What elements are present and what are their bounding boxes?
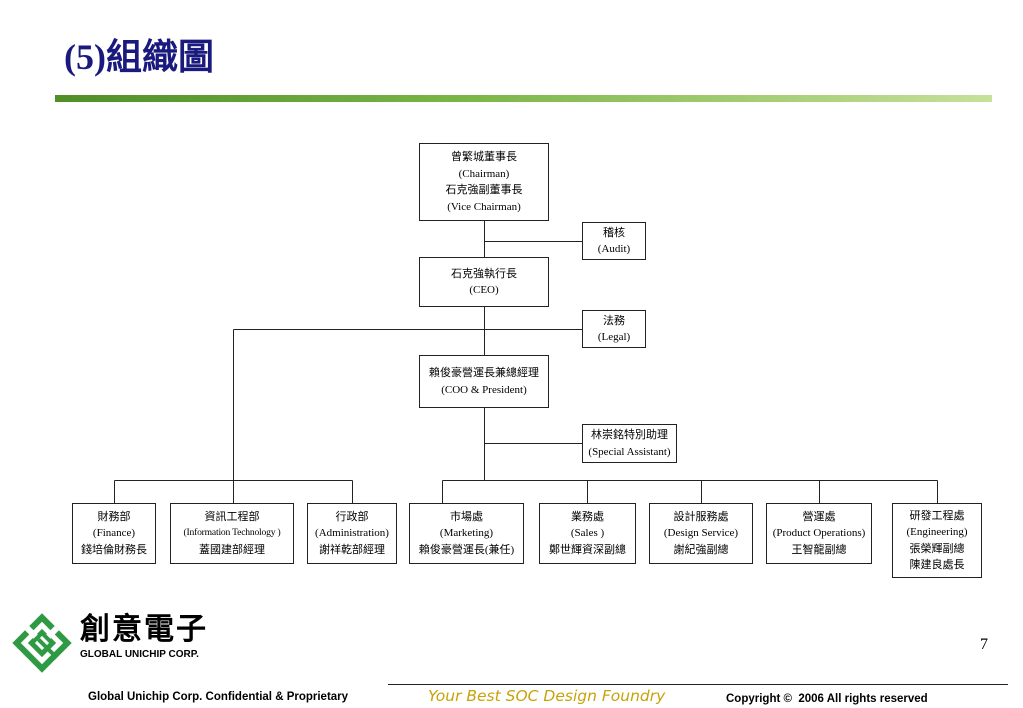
department-head: 張榮輝副總 [909,542,965,555]
org-box-ceo: 石克強執行長 (CEO) [419,257,549,307]
org-box-chairman: 曾繁城董事長 (Chairman) 石克強副董事長 (Vice Chairman… [419,143,549,221]
audit-unit: 稽核 [603,226,625,239]
department-name: 營運處 [802,510,836,523]
vice-chairman-role: (Vice Chairman) [447,200,521,213]
department-head: 王智龍副總 [791,543,847,556]
department-name: 設計服務處 [673,510,729,523]
org-box-audit: 稽核 (Audit) [582,222,646,260]
company-name-chinese: 創意電子 [80,613,208,646]
department-head: 謝祥乾部經理 [319,543,385,556]
department-name: 研發工程處 [909,509,965,522]
coo-role: (COO & President) [441,383,527,396]
vice-chairman-holder: 石克強副董事長 [445,184,523,196]
slide-title: (5)組織圖 [64,37,214,77]
footer-rule [388,684,1008,685]
department-name-en: (Administration) [315,527,389,540]
page-number: 7 [980,636,988,653]
diamond-logo-icon [12,613,72,673]
department-name-en: (Design Service) [663,527,739,540]
department-name: 業務處 [571,510,604,523]
special-assistant-holder: 林崇銘特別助理 [591,429,668,441]
org-box-sales: 業務處 (Sales ) 鄭世輝資深副總 [539,503,636,564]
legal-unit-en: (Legal) [597,331,631,343]
chairman-role: (Chairman) [458,167,510,180]
department-name-en: (Marketing) [439,527,494,540]
department-name-en: (Product Operations) [772,527,866,540]
org-box-legal: 法務 (Legal) [582,310,646,348]
department-name: 行政部 [335,510,369,523]
footer-tagline: Your Best SOC Design Foundry [428,687,666,705]
department-name: 資訊工程部 [204,510,260,523]
department-head: 蓋國建部經理 [199,543,265,556]
company-name-english: GLOBAL UNICHIP CORP. [80,649,199,660]
department-name: 財務部 [97,510,131,523]
department-name-en: (Finance) [92,527,136,540]
org-box-marketing: 市場處 (Marketing) 賴俊豪營運長(兼任) [409,503,524,564]
department-head: 鄭世輝資深副總 [549,543,626,556]
footer-confidential-notice: Global Unichip Corp. Confidential & Prop… [88,691,349,703]
special-assistant-role: (Special Assistant) [588,445,671,458]
department-head: 謝紀強副總 [673,543,729,556]
department-name-en: (Sales ) [570,527,605,540]
org-box-design-service: 設計服務處 (Design Service) 謝紀強副總 [649,503,753,564]
org-box-engineering: 研發工程處 (Engineering) 張榮輝副總 陳建良處長 [892,503,982,578]
org-box-product-operations: 營運處 (Product Operations) 王智龍副總 [766,503,872,564]
footer-copyright: Copyright © 2006 All rights reserved [726,693,928,705]
department-name-en: (Information Technology ) [183,527,281,539]
chairman-holder: 曾繁城董事長 [451,151,517,163]
org-box-administration: 行政部 (Administration) 謝祥乾部經理 [307,503,397,564]
legal-unit: 法務 [603,314,625,327]
department-head: 賴俊豪營運長(兼任) [418,543,515,556]
department-head: 陳建良處長 [909,559,965,571]
department-head: 錢培倫財務長 [81,543,147,556]
ceo-holder: 石克強執行長 [451,267,517,280]
org-box-finance: 財務部 (Finance) 錢培倫財務長 [72,503,156,564]
department-name: 市場處 [450,510,483,523]
ceo-role: (CEO) [469,284,499,296]
title-gradient-rule [55,95,992,102]
audit-unit-en: (Audit) [597,243,631,255]
department-name-en: (Engineering) [906,526,968,538]
org-box-information-technology: 資訊工程部 (Information Technology ) 蓋國建部經理 [170,503,294,564]
coo-holder: 賴俊豪營運長兼總經理 [429,367,539,379]
org-box-coo: 賴俊豪營運長兼總經理 (COO & President) [419,355,549,408]
org-box-special-assistant: 林崇銘特別助理 (Special Assistant) [582,424,677,463]
